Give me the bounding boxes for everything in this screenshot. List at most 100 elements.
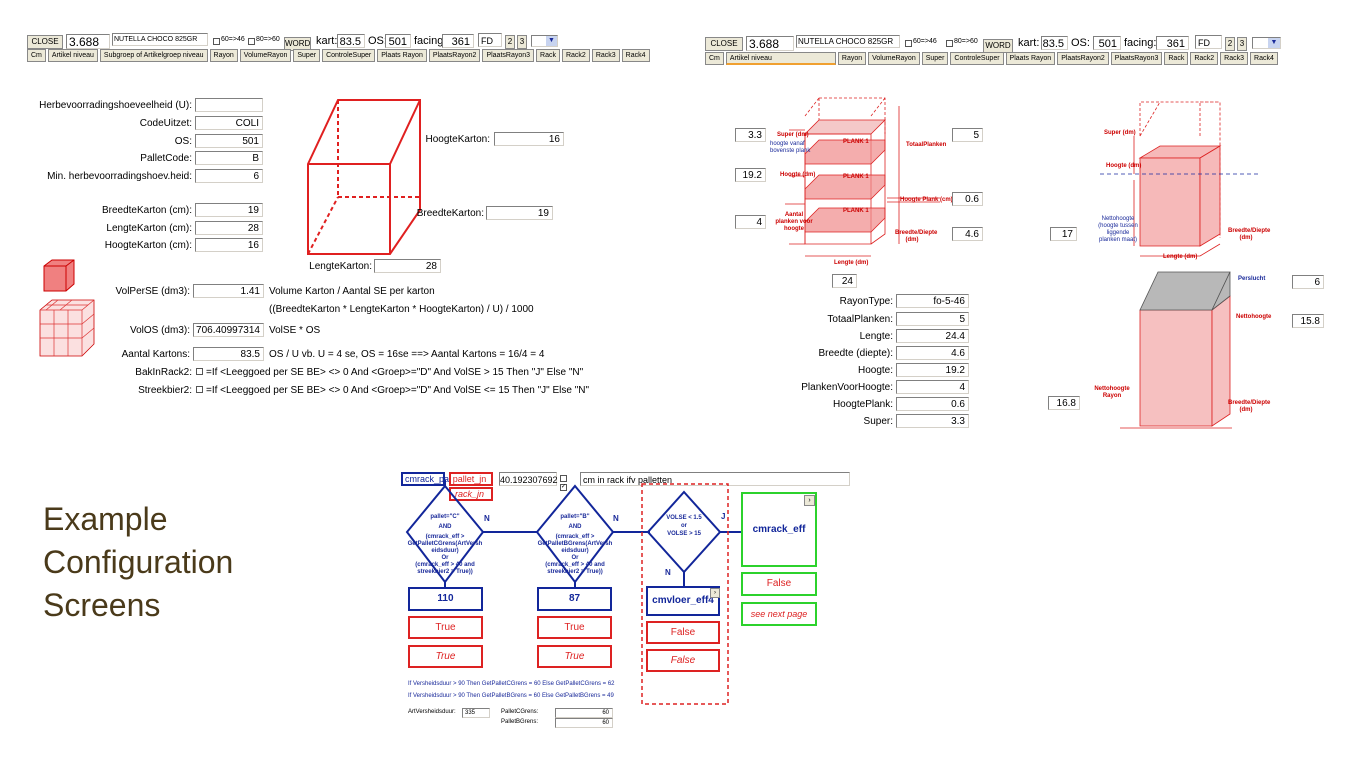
box-breedte-field[interactable]: 19: [486, 206, 553, 220]
streek-checkbox[interactable]: [196, 386, 203, 393]
chevron-down-icon[interactable]: ▼: [546, 36, 557, 46]
check-80-60[interactable]: [248, 38, 255, 45]
field-value[interactable]: 19: [195, 203, 263, 217]
check-80-60-2[interactable]: [946, 40, 953, 47]
right-value-3[interactable]: 4.6: [952, 227, 983, 241]
tab-controlesuper[interactable]: ControleSuper: [322, 49, 376, 62]
cmrack-pal-field[interactable]: cmrack_pal: [401, 472, 451, 486]
volos-field[interactable]: 706.40997314: [193, 323, 264, 337]
pallet-jn-field[interactable]: pallet_jn: [449, 472, 493, 486]
tab-artikel-niveau[interactable]: Artikel niveau: [47, 49, 98, 62]
facing-field-2[interactable]: 361: [1156, 36, 1189, 50]
box-lengte-field[interactable]: 28: [374, 259, 441, 273]
left-value-3[interactable]: 4: [735, 215, 766, 229]
tab-rack4[interactable]: Rack4: [621, 49, 650, 62]
tab-rack[interactable]: Rack: [536, 49, 560, 62]
cmrack-eff-box[interactable]: cmrack_eff: [741, 492, 817, 567]
tab2-plaatsrayon3[interactable]: PlaatsRayon3: [1110, 52, 1163, 65]
kart-field[interactable]: 83.5: [337, 34, 365, 48]
tab-volumerayon[interactable]: VolumeRayon: [239, 49, 292, 62]
button-2[interactable]: 2: [505, 35, 515, 49]
rayon-field-value[interactable]: 3.3: [896, 414, 969, 428]
false-box-1b[interactable]: False: [646, 649, 720, 672]
tab-rayon[interactable]: Rayon: [209, 49, 238, 62]
field-value[interactable]: [195, 98, 263, 112]
tab2-volumerayon[interactable]: VolumeRayon: [868, 52, 920, 65]
lengte-value[interactable]: 24: [832, 274, 857, 288]
product-field-2[interactable]: NUTELLA CHOCO 825GR: [796, 35, 900, 48]
tab-plaats-rayon[interactable]: Plaats Rayon: [377, 49, 427, 62]
kart-field-2[interactable]: 83.5: [1041, 36, 1068, 50]
tab2-plaats-rayon[interactable]: Plaats Rayon: [1005, 52, 1056, 65]
tab2-rack3[interactable]: Rack3: [1220, 52, 1249, 65]
right-value-1[interactable]: 5: [952, 128, 983, 142]
volperse-field[interactable]: 1.41: [193, 284, 264, 298]
tab2-rack2[interactable]: Rack2: [1190, 52, 1219, 65]
button-3b[interactable]: 3: [1237, 37, 1247, 51]
rack-checkbox-2[interactable]: ✓: [560, 484, 567, 491]
button-3[interactable]: 3: [517, 35, 527, 49]
button-2b[interactable]: 2: [1225, 37, 1235, 51]
rayon-field-value[interactable]: 19.2: [896, 363, 969, 377]
aantal-field[interactable]: 83.5: [193, 347, 264, 361]
tab2-artikel-niveau[interactable]: Artikel niveau: [725, 52, 836, 65]
value-6[interactable]: 6: [1292, 275, 1324, 289]
rack-checkbox-1[interactable]: [560, 475, 567, 482]
true-box-1b[interactable]: True: [408, 645, 483, 668]
rack-jn-field[interactable]: rack_jn: [449, 487, 493, 501]
check-60-46-2[interactable]: [905, 40, 912, 47]
rayon-field-value[interactable]: 5: [896, 312, 969, 326]
tab-plaatsrayon2[interactable]: PlaatsRayon2: [428, 49, 481, 62]
field-value[interactable]: 501: [195, 134, 263, 148]
value-17[interactable]: 17: [1050, 227, 1077, 241]
tab-rack2[interactable]: Rack2: [561, 49, 590, 62]
tab2-rack4[interactable]: Rack4: [1250, 52, 1278, 65]
field-value[interactable]: COLI: [195, 116, 263, 130]
product-field[interactable]: NUTELLA CHOCO 825GR: [112, 33, 208, 46]
palletc-field[interactable]: 60: [555, 708, 613, 718]
rayon-field-value[interactable]: 0.6: [896, 397, 969, 411]
expand-icon[interactable]: ›: [804, 495, 815, 506]
word-button-2[interactable]: WORD: [983, 39, 1013, 53]
value-16-8[interactable]: 16.8: [1048, 396, 1080, 410]
os-field[interactable]: 501: [385, 34, 411, 48]
tab2-rack[interactable]: Rack: [1164, 52, 1189, 65]
false-box-1[interactable]: False: [646, 621, 720, 644]
rayon-field-value[interactable]: 4: [896, 380, 969, 394]
tab-cm[interactable]: Cm: [27, 49, 46, 62]
close-button-2[interactable]: CLOSE: [705, 37, 743, 51]
tab-plaatsrayon3[interactable]: PlaatsRayon3: [482, 49, 535, 62]
box-hoogte-field[interactable]: 16: [494, 132, 564, 146]
cmvloer-box[interactable]: cmvloer_eff4: [646, 586, 720, 616]
true-box-1[interactable]: True: [408, 616, 483, 639]
field-value[interactable]: B: [195, 151, 263, 165]
fd-field-2[interactable]: FD: [1195, 35, 1222, 49]
false-green-box[interactable]: False: [741, 572, 817, 596]
rayon-field-value[interactable]: 24.4: [896, 329, 969, 343]
tab2-plaatsrayon2[interactable]: PlaatsRayon2: [1057, 52, 1109, 65]
value-field-2[interactable]: 3.688: [746, 36, 794, 51]
fd-field[interactable]: FD: [478, 33, 502, 47]
bak-checkbox[interactable]: [196, 368, 203, 375]
left-value-2[interactable]: 19.2: [735, 168, 766, 182]
tab-rack3[interactable]: Rack3: [591, 49, 620, 62]
true-box-2b[interactable]: True: [537, 645, 612, 668]
left-value-1[interactable]: 3.3: [735, 128, 766, 142]
value-110-box[interactable]: 110: [408, 587, 483, 611]
rayon-field-value[interactable]: fo-5-46: [896, 294, 969, 308]
cm-value-field[interactable]: 40.192307692: [499, 472, 558, 486]
art-field[interactable]: 335: [462, 708, 490, 718]
check-60-46[interactable]: [213, 38, 220, 45]
field-value[interactable]: 28: [195, 221, 263, 235]
palletb-field[interactable]: 60: [555, 718, 613, 728]
right-value-2[interactable]: 0.6: [952, 192, 983, 206]
tab2-super[interactable]: Super: [921, 52, 949, 65]
tab2-cm[interactable]: Cm: [705, 52, 724, 65]
rayon-field-value[interactable]: 4.6: [896, 346, 969, 360]
chevron-down-icon[interactable]: ▼: [1268, 38, 1280, 48]
value-15-8[interactable]: 15.8: [1292, 314, 1324, 328]
expand-icon[interactable]: ›: [710, 588, 720, 598]
close-button[interactable]: CLOSE: [27, 35, 63, 49]
os-field-2[interactable]: 501: [1093, 36, 1121, 50]
value-87-box[interactable]: 87: [537, 587, 612, 611]
